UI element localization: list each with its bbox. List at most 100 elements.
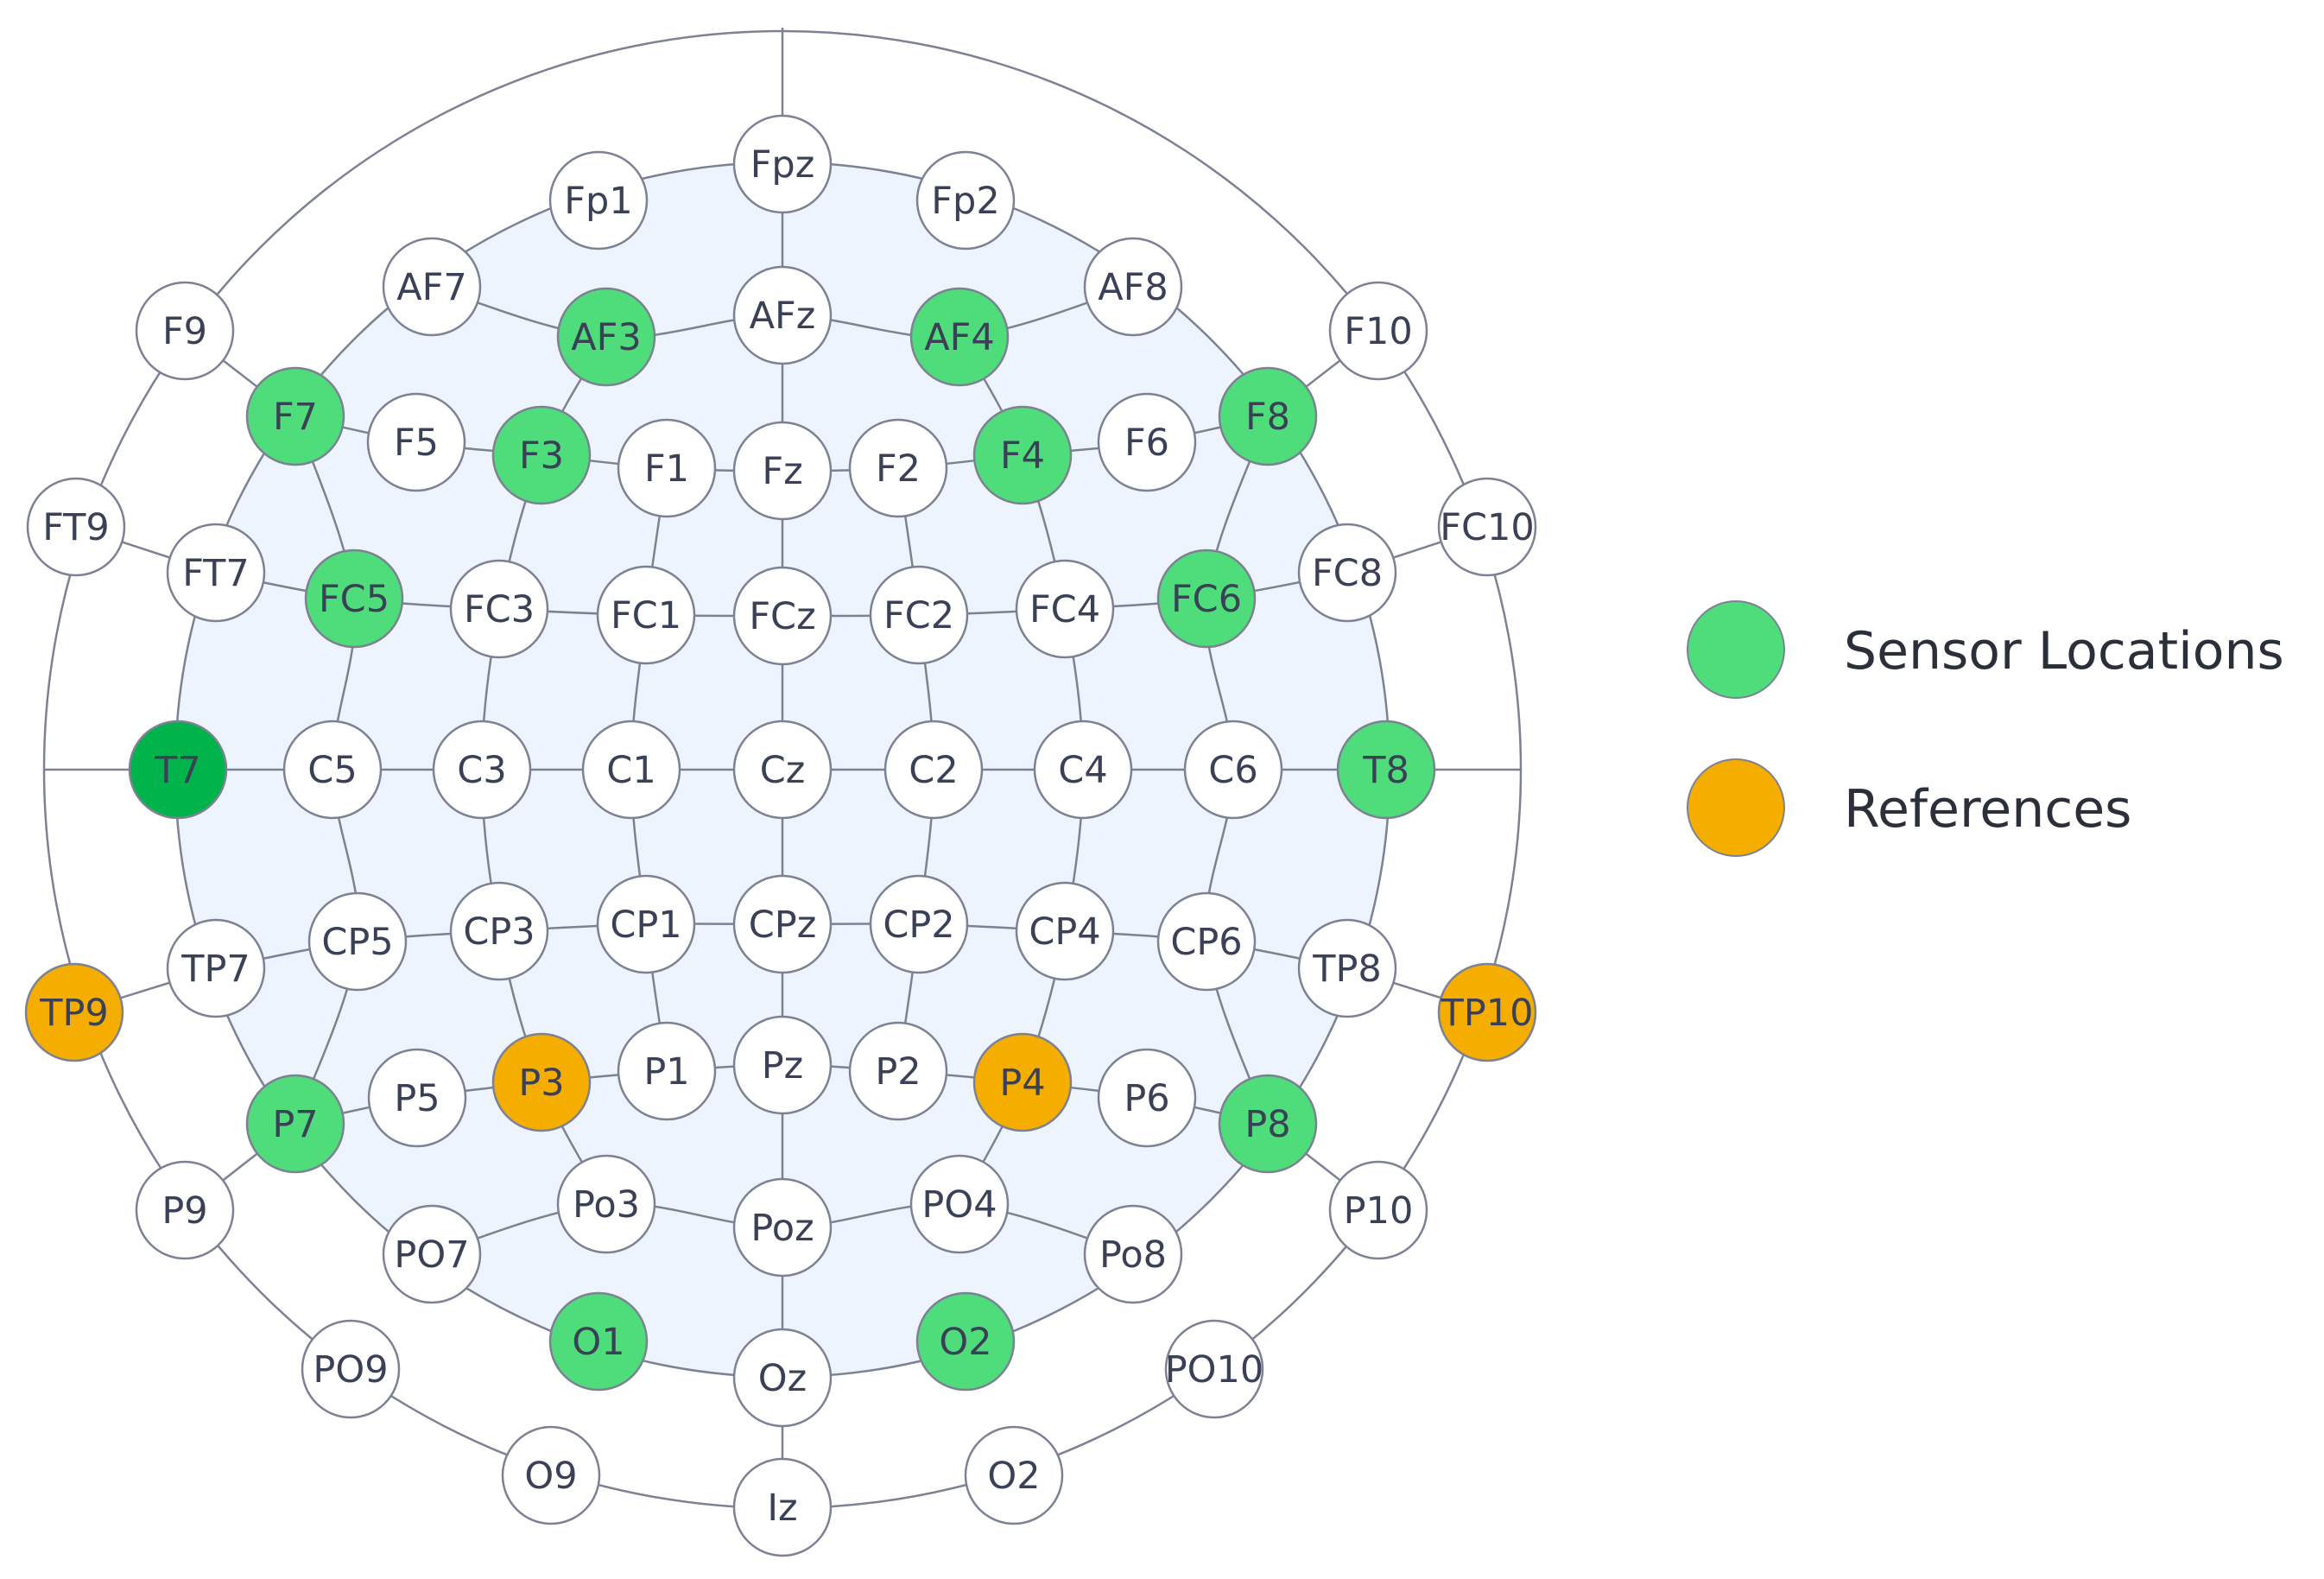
legend: Sensor Locations References	[1687, 600, 2284, 857]
electrode-label: Po3	[573, 1183, 640, 1227]
electrode-circle	[1156, 891, 1257, 992]
electrode-circle	[556, 287, 656, 387]
electrode-label: Fz	[762, 450, 802, 493]
electrode-cpz: CPz	[732, 874, 833, 974]
electrode-c2: C2	[883, 720, 984, 820]
electrode-circle	[972, 405, 1073, 505]
electrode-circle	[1083, 237, 1183, 337]
electrode-circle	[732, 720, 833, 820]
electrode-label: FT9	[42, 506, 110, 549]
electrode-f6: F6	[1097, 392, 1197, 492]
electrode-label: F9	[162, 310, 207, 353]
electrode-f8: F8	[1218, 366, 1318, 466]
legend-sensor-label: Sensor Locations	[1844, 621, 2284, 682]
electrode-circle	[909, 1154, 1010, 1254]
electrode-ft9: FT9	[26, 477, 126, 577]
electrode-f10: F10	[1328, 281, 1428, 381]
electrode-label: P7	[272, 1103, 318, 1146]
electrode-label: C5	[307, 749, 357, 792]
electrode-iz: Iz	[732, 1457, 833, 1557]
electrode-circle	[491, 405, 592, 505]
electrode-label: P8	[1244, 1103, 1290, 1146]
electrode-label: CP3	[463, 910, 535, 954]
electrode-f1: F1	[617, 418, 717, 518]
electrode-label: F7	[273, 396, 318, 439]
electrode-circle	[1437, 477, 1537, 577]
electrode-cp2: CP2	[869, 874, 969, 974]
electrode-circle	[732, 1177, 833, 1278]
electrode-circle	[166, 918, 266, 1018]
electrode-label: O9	[524, 1455, 577, 1498]
electrode-af3: AF3	[556, 287, 656, 387]
electrode-circle	[366, 392, 466, 492]
electrode-fp2: Fp2	[915, 150, 1016, 250]
electrode-label: PO10	[1165, 1348, 1264, 1392]
electrode-fc8: FC8	[1297, 523, 1397, 623]
electrode-label: Fp1	[564, 180, 632, 223]
electrode-circle	[282, 720, 383, 820]
electrode-label: AF8	[1098, 266, 1168, 309]
electrode-circle	[367, 1048, 467, 1148]
electrode-circle	[596, 565, 696, 665]
electrode-t8: T8	[1336, 720, 1436, 820]
electrode-label: Poz	[750, 1207, 814, 1250]
electrode-label: CP5	[321, 921, 393, 964]
electrode-af8: AF8	[1083, 237, 1183, 337]
electrode-circle	[732, 1457, 833, 1557]
electrode-cp4: CP4	[1015, 881, 1115, 981]
electrode-c6: C6	[1183, 720, 1283, 820]
electrode-label: AFz	[750, 295, 816, 338]
electrode-label: Po8	[1099, 1233, 1167, 1277]
electrode-circle	[1015, 559, 1115, 659]
electrode-cp3: CP3	[449, 881, 549, 981]
legend-reference-swatch	[1687, 758, 1785, 857]
electrode-circle	[501, 1425, 601, 1525]
electrode-circle	[24, 962, 124, 1062]
electrode-circle	[617, 418, 717, 518]
electrode-circle	[382, 1204, 482, 1304]
electrode-p7: P7	[245, 1074, 345, 1174]
electrode-label: P1	[643, 1050, 689, 1094]
electrode-label: C3	[457, 749, 506, 792]
electrode-cz: Cz	[732, 720, 833, 820]
electrode-label: Pz	[762, 1044, 804, 1088]
electrode-tp9: TP9	[24, 962, 124, 1062]
electrode-po9: PO9	[301, 1319, 401, 1419]
electrode-circle	[307, 891, 408, 992]
electrode-circle	[732, 1328, 833, 1428]
electrode-fc4: FC4	[1015, 559, 1115, 659]
electrode-circle	[732, 421, 833, 521]
electrode-circle	[732, 1015, 833, 1115]
electrode-pz: Pz	[732, 1015, 833, 1115]
electrode-o9: O9	[501, 1425, 601, 1525]
electrode-circle	[301, 1319, 401, 1419]
electrode-label: TP7	[180, 948, 250, 991]
electrode-label: FCz	[749, 595, 815, 638]
electrode-af4: AF4	[909, 287, 1010, 387]
electrode-label: F2	[876, 447, 921, 491]
electrode-label: P9	[161, 1189, 207, 1233]
electrode-afz: AFz	[732, 265, 833, 365]
electrode-circle	[449, 881, 549, 981]
electrode-label: P5	[394, 1077, 440, 1120]
electrode-circle	[1097, 1048, 1197, 1148]
electrode-circle	[869, 565, 969, 665]
electrode-po3: Po3	[556, 1154, 656, 1254]
legend-reference-label: References	[1844, 779, 2131, 840]
electrode-circle	[1437, 962, 1537, 1062]
electrode-p1: P1	[617, 1021, 717, 1121]
electrode-po7: PO7	[382, 1204, 482, 1304]
electrode-circle	[1164, 1319, 1264, 1419]
electrode-label: FC1	[611, 594, 681, 637]
electrode-fc6: FC6	[1156, 549, 1257, 649]
electrode-poz: Poz	[732, 1177, 833, 1278]
electrode-circle	[245, 366, 345, 466]
electrode-label: CP6	[1170, 921, 1242, 964]
electrode-label: O2	[987, 1455, 1040, 1498]
electrode-label: AF7	[396, 266, 467, 309]
electrode-label: FC3	[464, 588, 535, 631]
electrode-p3: P3	[491, 1032, 592, 1132]
electrode-ft7: FT7	[166, 523, 266, 623]
electrode-label: F3	[519, 434, 564, 478]
